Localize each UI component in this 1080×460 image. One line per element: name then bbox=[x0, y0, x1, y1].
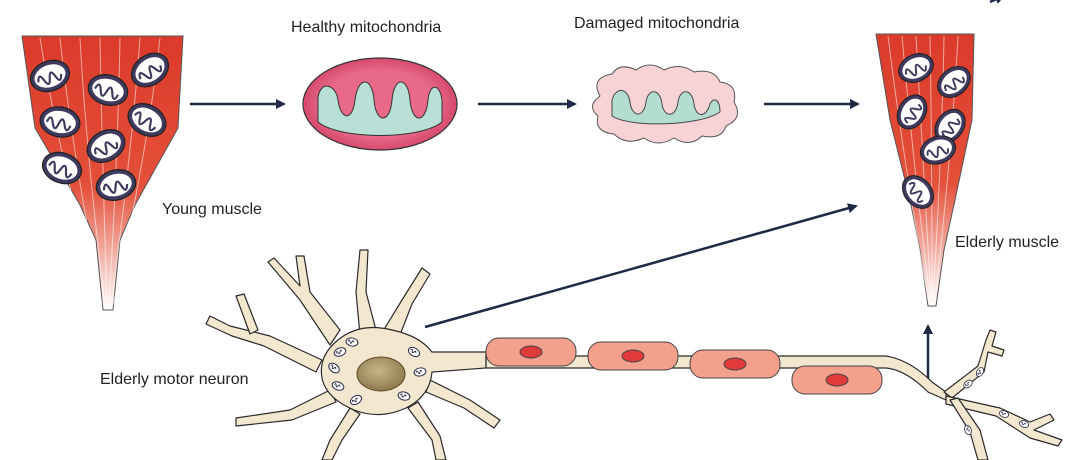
myelin-sheaths bbox=[485, 337, 883, 395]
neuron-nucleus bbox=[356, 356, 406, 392]
motor-neuron bbox=[205, 249, 1063, 460]
arrow-neuron-to-elderly bbox=[424, 203, 858, 329]
label-young-muscle: Young muscle bbox=[162, 201, 262, 218]
process-arrows bbox=[190, 0, 1005, 380]
damaged-mitochondrion bbox=[592, 64, 739, 144]
young-muscle bbox=[21, 35, 184, 311]
label-elderly-muscle: Elderly muscle bbox=[955, 234, 1060, 251]
arrow-top-right bbox=[989, 0, 1005, 4]
axon-terminals bbox=[943, 329, 1063, 460]
label-elderly-motor-neuron: Elderly motor neuron bbox=[100, 371, 249, 388]
elderly-muscle bbox=[875, 33, 978, 307]
healthy-mitochondrion bbox=[302, 57, 458, 151]
label-damaged-mitochondria: Damaged mitochondria bbox=[574, 15, 740, 32]
label-healthy-mitochondria: Healthy mitochondria bbox=[291, 19, 442, 36]
